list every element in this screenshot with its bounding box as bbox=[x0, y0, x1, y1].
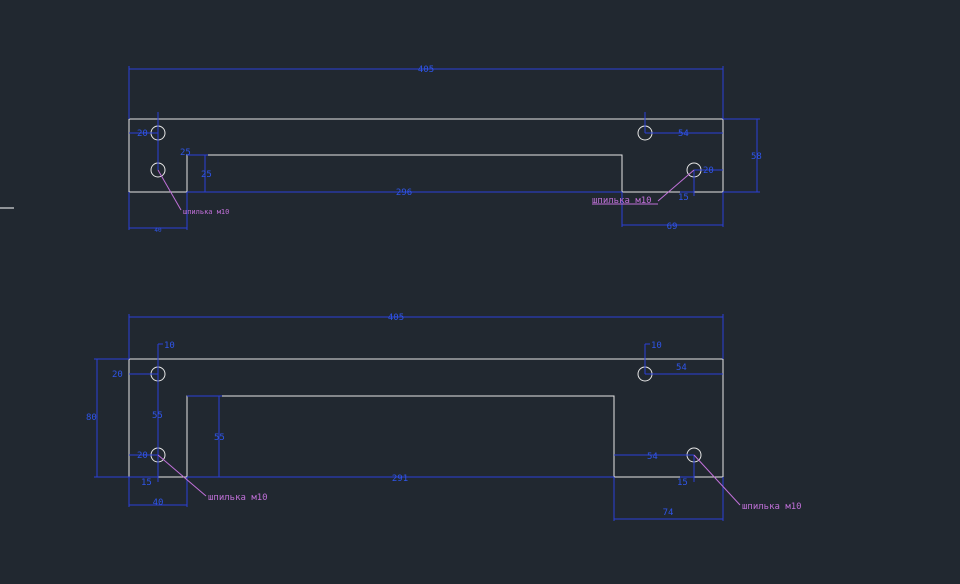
top-right-stud-note[interactable]: шпилька м10 bbox=[592, 169, 695, 206]
bottom-left-small-label: 15 bbox=[141, 478, 152, 488]
bottom-left-top-offset-dimension[interactable]: 10 bbox=[157, 341, 175, 374]
bottom-part-outline[interactable] bbox=[128, 358, 724, 478]
top-left-hole-offset-dimension[interactable]: 20 bbox=[129, 129, 158, 139]
top-height-dimension[interactable]: 58 bbox=[723, 118, 762, 193]
bottom-part[interactable]: 405 80 291 55 55 10 bbox=[86, 313, 802, 521]
top-right-leg-label: 69 bbox=[667, 222, 678, 232]
top-slot-length-label: 296 bbox=[396, 188, 412, 198]
top-part[interactable]: 405 58 296 25 25 20 bbox=[128, 65, 762, 234]
top-right-hole-edge-label: 20 bbox=[703, 166, 714, 176]
bottom-hole-spacing-dimension[interactable]: 55 bbox=[152, 374, 163, 455]
bottom-left-hole-offset-bottom-label: 20 bbox=[137, 451, 148, 461]
top-left-stud-note[interactable]: шпилька м10 bbox=[157, 169, 229, 216]
top-right-hole-small-label: 15 bbox=[678, 193, 689, 203]
bottom-right-hole-offset-bottom-dimension[interactable]: 54 bbox=[614, 452, 694, 462]
top-right-hole-offset-label: 54 bbox=[678, 129, 689, 139]
bottom-right-top-offset-label: 10 bbox=[651, 341, 662, 351]
bottom-left-stud-note[interactable]: шпилька м10 bbox=[157, 454, 268, 503]
top-left-leg-label: 40 bbox=[154, 227, 162, 234]
bottom-left-small-dimension[interactable]: 15 bbox=[129, 455, 159, 488]
bottom-right-hole-offset-top-label: 54 bbox=[676, 363, 687, 373]
top-height-label: 58 bbox=[751, 152, 762, 162]
top-right-stud-label: шпилька м10 bbox=[592, 196, 652, 206]
top-overall-width-dimension[interactable]: 405 bbox=[128, 65, 724, 119]
bottom-slot-depth-dimension[interactable]: 55 bbox=[187, 395, 225, 477]
bottom-left-top-offset-label: 10 bbox=[164, 341, 175, 351]
top-slot-length-dimension[interactable]: 296 bbox=[187, 188, 622, 198]
top-hole-spacing-dimension[interactable]: 25 bbox=[157, 112, 191, 170]
bottom-right-stud-label: шпилька м10 bbox=[742, 502, 802, 512]
bottom-overall-width-dimension[interactable]: 405 bbox=[128, 313, 724, 359]
top-right-leg-dimension[interactable]: 69 bbox=[621, 192, 724, 232]
bottom-right-hole-offset-bottom-label: 54 bbox=[647, 452, 658, 462]
bottom-left-hole-offset-bottom-dimension[interactable]: 20 bbox=[129, 451, 158, 461]
top-hole-spacing-label: 25 bbox=[180, 148, 191, 158]
bottom-right-small-label: 15 bbox=[677, 478, 688, 488]
top-left-stud-label: шпилька м10 bbox=[183, 208, 229, 216]
top-slot-depth-label: 25 bbox=[201, 170, 212, 180]
bottom-slot-length-label: 291 bbox=[392, 474, 408, 484]
bottom-right-stud-note[interactable]: шпилька м10 bbox=[693, 454, 802, 512]
bottom-height-label: 80 bbox=[86, 413, 97, 423]
top-right-lower-hole-dimension[interactable]: 20 15 bbox=[678, 166, 723, 203]
bottom-height-dimension[interactable]: 80 bbox=[86, 358, 129, 478]
bottom-left-hole-offset-top-label: 20 bbox=[112, 370, 123, 380]
top-slot-depth-dimension[interactable]: 25 bbox=[187, 154, 212, 192]
bottom-left-leg-dimension[interactable]: 40 bbox=[128, 477, 188, 508]
top-right-hole-offset-dimension[interactable]: 54 bbox=[644, 112, 723, 139]
top-part-outline[interactable] bbox=[128, 118, 724, 193]
bottom-slot-length-dimension[interactable]: 291 bbox=[187, 474, 614, 484]
bottom-left-hole-offset-top-dimension[interactable]: 20 bbox=[112, 370, 158, 380]
bottom-right-small-dimension[interactable]: 15 bbox=[677, 455, 695, 488]
bottom-right-leg-dimension[interactable]: 74 bbox=[613, 477, 724, 521]
bottom-overall-width-label: 405 bbox=[388, 313, 404, 323]
bottom-hole-spacing-label: 55 bbox=[152, 411, 163, 421]
top-left-leg-dimension[interactable]: 40 bbox=[128, 192, 188, 234]
bottom-slot-depth-label: 55 bbox=[214, 433, 225, 443]
top-left-hole-offset-label: 20 bbox=[137, 129, 148, 139]
bottom-right-hole-offset-top-dimension[interactable]: 54 bbox=[645, 363, 723, 375]
bottom-left-leg-label: 40 bbox=[153, 498, 164, 508]
bottom-left-stud-label: шпилька м10 bbox=[208, 493, 268, 503]
bottom-right-top-offset-dimension[interactable]: 10 bbox=[644, 341, 662, 374]
top-overall-width-label: 405 bbox=[418, 65, 434, 75]
bottom-right-leg-label: 74 bbox=[663, 508, 674, 518]
